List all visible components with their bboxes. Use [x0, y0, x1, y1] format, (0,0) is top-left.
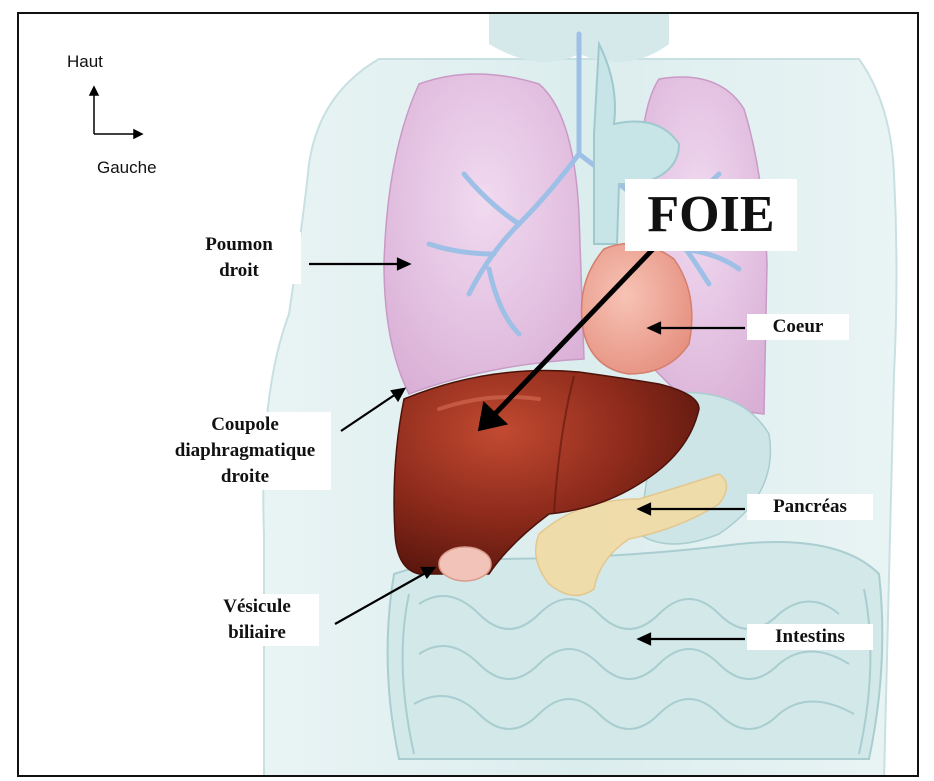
label-intestines: Intestins [747, 624, 873, 650]
anatomy-illustration [19, 14, 919, 777]
orientation-axes [90, 87, 142, 138]
label-heart: Coeur [747, 314, 849, 340]
label-pancreas: Pancréas [747, 494, 873, 520]
up-direction-label: Haut [67, 52, 103, 72]
liver-title: FOIE [625, 179, 797, 251]
gallbladder [439, 547, 491, 581]
label-gallbladder: Vésicule biliaire [195, 594, 319, 646]
label-diaphragm: Coupole diaphragmatique droite [159, 412, 331, 490]
right-lung [384, 74, 584, 394]
left-direction-label: Gauche [97, 158, 157, 178]
figure-frame: Haut Gauche FOIE Poumon droit Coeur Coup… [17, 12, 919, 777]
label-right-lung: Poumon droit [177, 232, 301, 284]
